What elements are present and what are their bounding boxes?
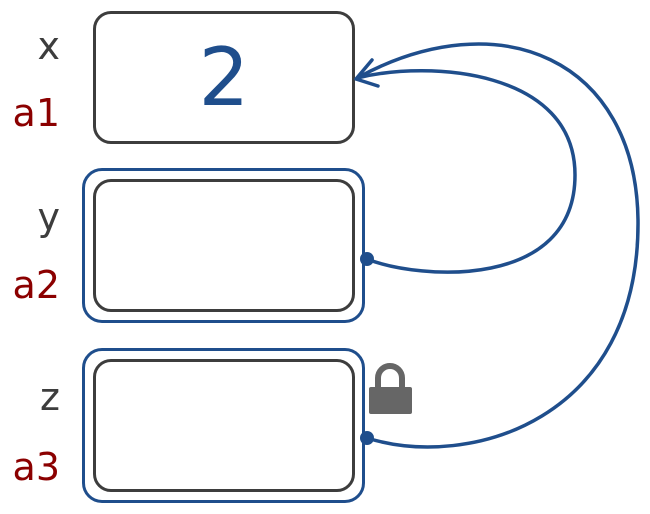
pointer-origin-z — [360, 431, 374, 445]
lock-icon — [369, 363, 412, 414]
arrow-y-to-x — [356, 69, 577, 274]
var-address-a3: a3 — [12, 445, 60, 489]
var-name-z: z — [40, 375, 60, 419]
cell-value-x: 2 — [198, 30, 250, 124]
arrowhead-icon — [354, 58, 380, 88]
cell-box-z — [93, 359, 355, 492]
pointer-origin-y — [360, 252, 374, 266]
cell-box-y — [93, 179, 355, 312]
var-address-a1: a1 — [12, 91, 60, 135]
var-address-a2: a2 — [12, 263, 60, 307]
arrow-z-to-x — [356, 42, 640, 449]
var-name-y: y — [37, 195, 61, 239]
cell-box-x: 2 — [93, 11, 355, 144]
var-name-x: x — [37, 24, 61, 68]
